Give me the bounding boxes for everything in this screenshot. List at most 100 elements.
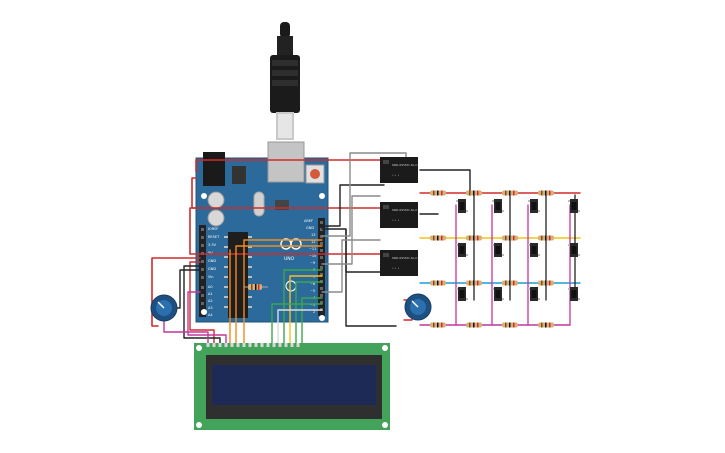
resistor-icon [430, 190, 446, 196]
voltage-regulator [232, 166, 246, 184]
wire-black [321, 228, 397, 327]
svg-text:3.3V: 3.3V [208, 243, 217, 247]
lcd-pin [254, 343, 258, 347]
svg-text:12: 12 [311, 240, 315, 244]
svg-text:GND: GND [306, 226, 314, 230]
resistor-icon [466, 322, 482, 328]
svg-text:2: 2 [313, 310, 315, 314]
svg-text:13: 13 [311, 233, 315, 237]
resistor-icon [466, 280, 482, 286]
arduino-board: UNO IOREF RESET 3.3V 5V GND GND Vin A0 A… [195, 141, 329, 323]
lcd-pin [278, 343, 282, 347]
lcd-pin [218, 343, 222, 347]
svg-text:~6: ~6 [310, 282, 315, 286]
pushbutton-icon[interactable] [456, 287, 468, 301]
relay-module[interactable]: SRD-05VDC-SL-C • • • [380, 157, 418, 183]
svg-text:• • •: • • • [392, 218, 399, 222]
usb-port [267, 141, 305, 183]
svg-text:AREF: AREF [304, 219, 313, 223]
resistor-icon [538, 190, 554, 196]
wire-magenta [187, 291, 227, 344]
resistor-icon [502, 235, 518, 241]
wire-yellow [289, 275, 323, 344]
svg-text:RESET: RESET [208, 235, 220, 239]
lcd-display [194, 343, 390, 430]
svg-text:• • •: • • • [392, 173, 399, 177]
svg-text:A2: A2 [208, 299, 213, 303]
pushbutton-icon[interactable] [528, 199, 540, 213]
lcd-pin [272, 343, 276, 347]
lcd-pin [248, 343, 252, 347]
wire-green [271, 303, 323, 344]
svg-text:GND: GND [208, 267, 216, 271]
pushbutton-icon[interactable] [568, 243, 580, 257]
pushbutton-icon[interactable] [528, 243, 540, 257]
relay-module[interactable]: SRD-05VDC-SL-C • • • [380, 250, 418, 276]
wire-red [189, 207, 405, 255]
smd-chip [275, 200, 289, 210]
svg-text:~10: ~10 [309, 254, 316, 258]
resistor-icon [502, 322, 518, 328]
resistor-icon [430, 280, 446, 286]
wire-orange [235, 245, 323, 344]
wire-red [195, 159, 405, 173]
resistor-icon [466, 235, 482, 241]
resistor-icon [538, 235, 554, 241]
svg-text:~3: ~3 [310, 303, 315, 307]
svg-text:Vin: Vin [208, 275, 214, 279]
usb-cable-icon [270, 22, 300, 140]
svg-text:SRD-05VDC-SL-C: SRD-05VDC-SL-C [392, 256, 417, 260]
pushbutton-icon[interactable] [568, 199, 580, 213]
capacitor-icon [207, 209, 225, 227]
pushbutton-icon[interactable] [492, 287, 504, 301]
wires [151, 152, 581, 344]
lcd-pin [230, 343, 234, 347]
svg-text:A1: A1 [208, 292, 213, 296]
svg-text:• • •: • • • [392, 266, 399, 270]
resistor-icon [538, 280, 554, 286]
lcd-pin [242, 343, 246, 347]
lcd-pin [290, 343, 294, 347]
wire-green [295, 281, 323, 344]
capacitor-icon [207, 191, 225, 209]
svg-text:5V: 5V [208, 251, 213, 255]
potentiometer-icon[interactable] [150, 294, 178, 322]
wire-gray [321, 195, 381, 265]
lcd-pin [212, 343, 216, 347]
potentiometer-icon[interactable] [404, 293, 432, 321]
pushbutton-icon[interactable] [456, 199, 468, 213]
lcd-pin [296, 343, 300, 347]
resistor-icon [466, 190, 482, 196]
resistor-icon [430, 322, 446, 328]
board-name: UNO [284, 256, 295, 262]
svg-text:A0: A0 [208, 285, 213, 289]
power-jack [203, 152, 225, 186]
svg-text:A4: A4 [208, 313, 213, 317]
svg-text:IOREF: IOREF [208, 227, 218, 231]
svg-text:A3: A3 [208, 306, 213, 310]
wire-black [175, 269, 201, 309]
wire-magenta [163, 317, 209, 344]
lcd-screen [212, 365, 376, 405]
lcd-pin [236, 343, 240, 347]
pushbutton-icon[interactable] [456, 243, 468, 257]
resistor-icon [538, 322, 554, 328]
reset-button[interactable] [305, 164, 325, 184]
pushbutton-icon[interactable] [492, 243, 504, 257]
pushbutton-icon[interactable] [568, 287, 580, 301]
lcd-pin [206, 343, 210, 347]
svg-text:SRD-05VDC-SL-C: SRD-05VDC-SL-C [392, 163, 417, 167]
wire-green [301, 297, 323, 344]
relay-module[interactable]: SRD-05VDC-SL-C • • • [380, 202, 418, 228]
pushbutton-icon[interactable] [492, 199, 504, 213]
pushbutton-icon[interactable] [528, 287, 540, 301]
crystal-icon [253, 191, 265, 217]
lcd-pin-header [206, 343, 300, 347]
svg-text:7: 7 [313, 275, 315, 279]
resistor-icon [430, 235, 446, 241]
wire-gray [321, 239, 381, 293]
resistor-array [430, 190, 554, 328]
wire-black [321, 184, 385, 227]
arduino-logo: UNO [280, 238, 302, 262]
